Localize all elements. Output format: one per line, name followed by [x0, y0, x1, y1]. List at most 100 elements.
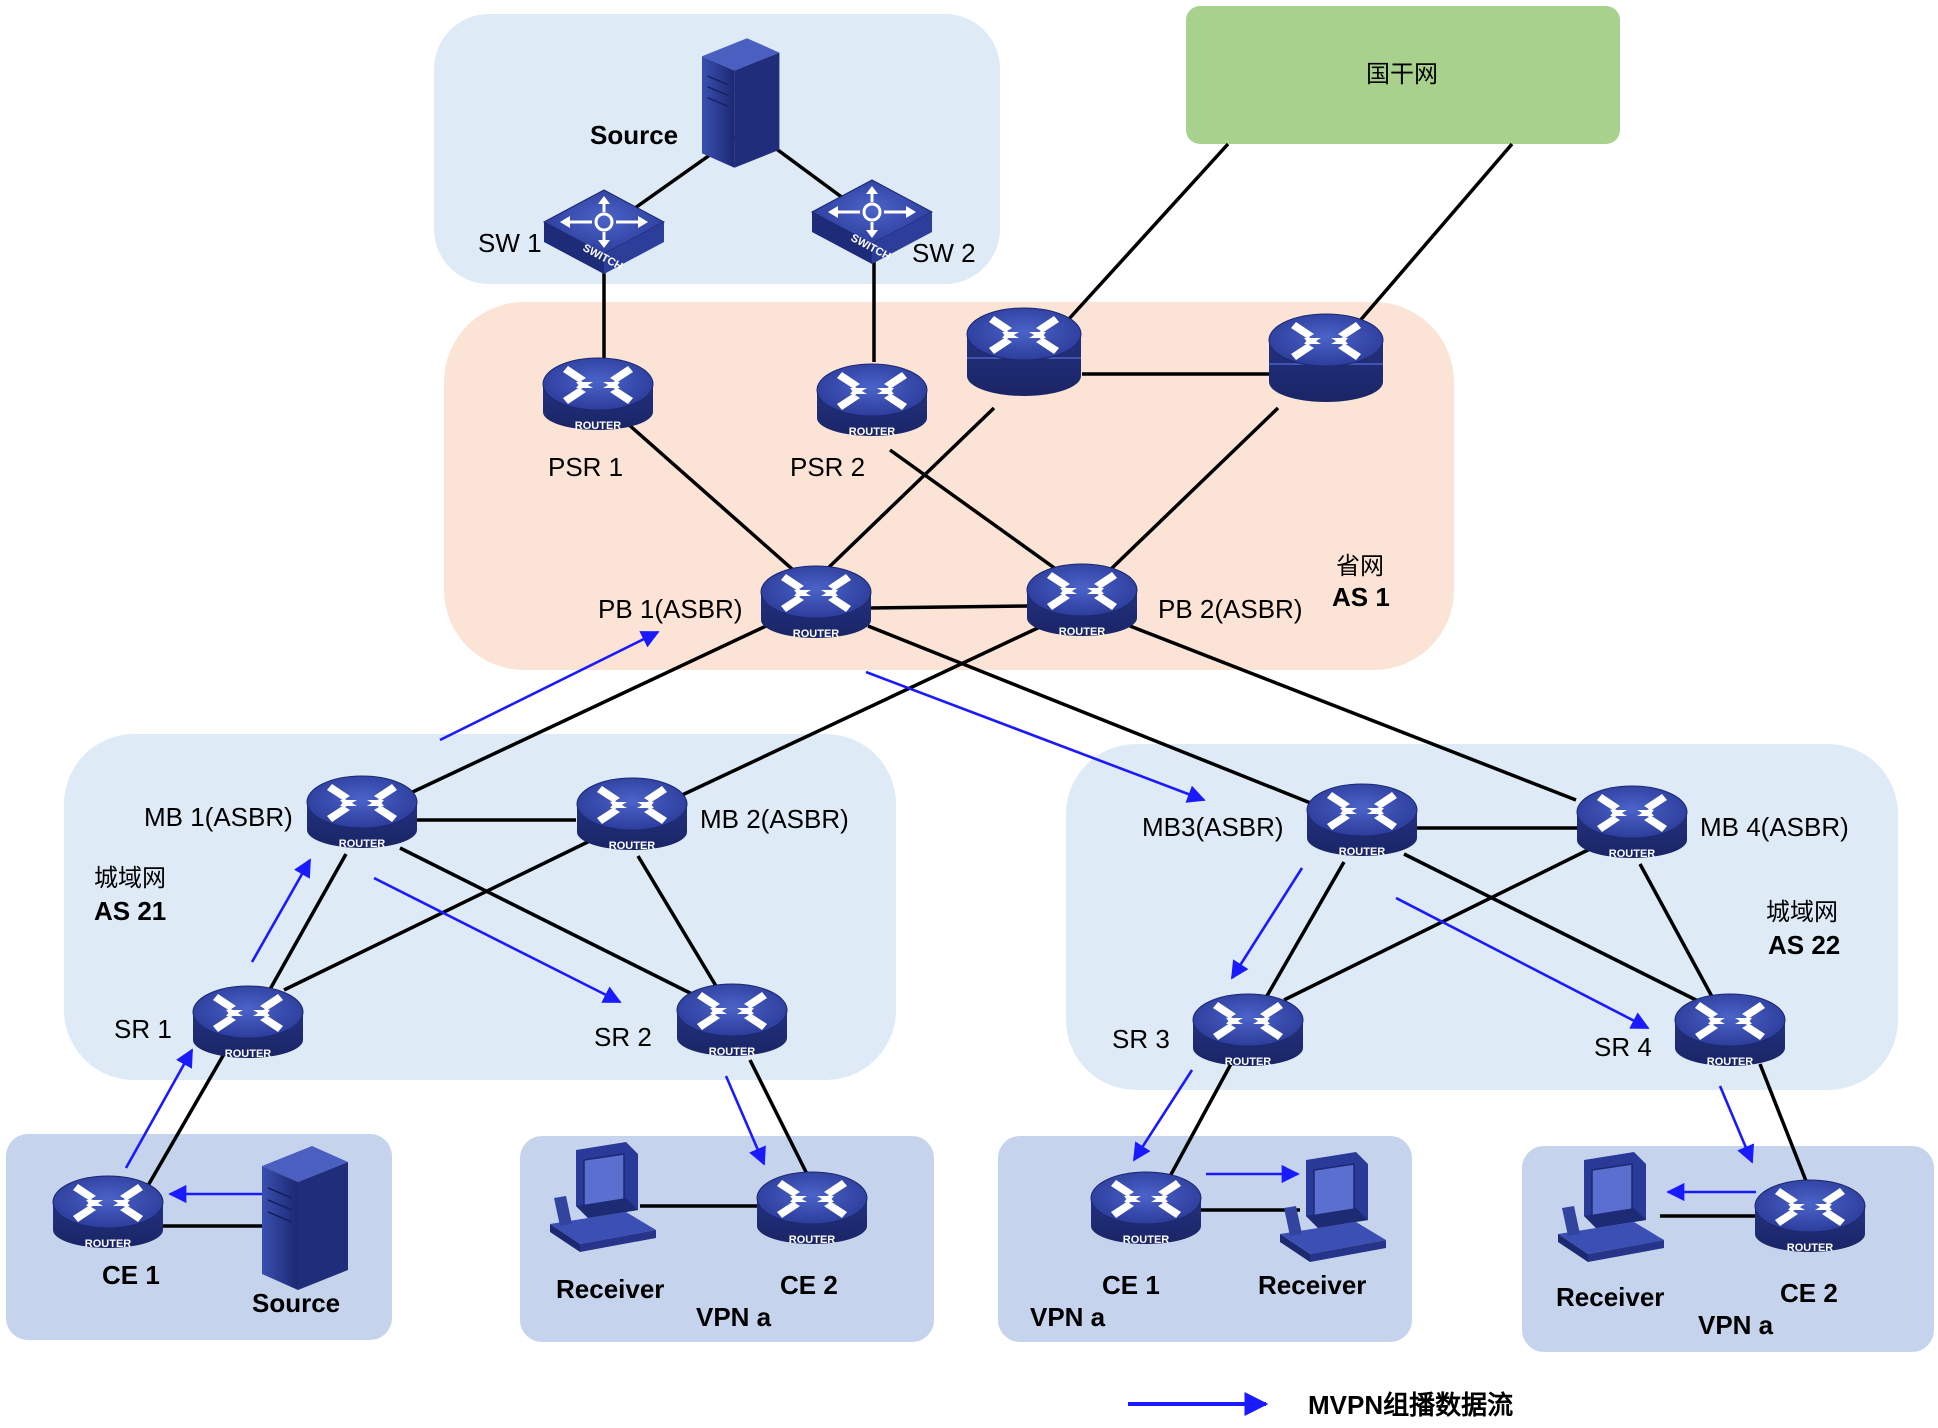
router-device-text: ROUTER: [1707, 1056, 1754, 1068]
router-device-text: ROUTER: [849, 426, 896, 438]
link-pb1-pb2: [869, 604, 1031, 610]
link-pb1-mb3: [867, 624, 1319, 808]
site4-ce-label: CE 2: [1780, 1278, 1838, 1308]
router-device-text: ROUTER: [1787, 1242, 1834, 1254]
link-pb2-mb2: [679, 624, 1043, 798]
sw2-label: SW 2: [912, 238, 976, 268]
site2-host-label: Receiver: [556, 1274, 664, 1304]
sw1-label: SW 1: [478, 228, 542, 258]
site3-ce-label: CE 1: [1102, 1270, 1160, 1300]
mb2-router: ROUTER: [576, 777, 688, 852]
router-device-text: ROUTER: [1609, 848, 1656, 860]
site3-host-label: Receiver: [1258, 1270, 1366, 1300]
links: [140, 126, 1810, 1228]
sr2-label: SR 2: [594, 1022, 652, 1052]
router-device-text: ROUTER: [1339, 846, 1386, 858]
link-sr2-ce2: [748, 1059, 812, 1181]
province-region: [444, 302, 1454, 670]
mb3-label: MB3(ASBR): [1142, 812, 1284, 842]
mb2-label: MB 2(ASBR): [700, 804, 849, 834]
legend-label: MVPN组播数据流: [1308, 1390, 1513, 1420]
labels: Source SW 1 SW 2 国干网 PSR 1 PSR 2 PB 1(AS…: [94, 60, 1849, 1340]
link-backbone-core1: [1066, 142, 1230, 322]
link-core1-pb1: [824, 406, 996, 572]
site1-ce1-router: ROUTER: [52, 1175, 164, 1250]
flow-arrow: [724, 1075, 766, 1166]
sr1-router: ROUTER: [192, 985, 304, 1060]
flow-arrow: [1132, 1069, 1194, 1162]
psr2-router: ROUTER: [816, 363, 928, 438]
psr1-label: PSR 1: [548, 452, 623, 482]
server-icon: [261, 1145, 349, 1291]
flow-arrow: [865, 670, 1206, 803]
psr1-router: ROUTER: [542, 357, 654, 432]
router-device-text: ROUTER: [709, 1046, 756, 1058]
link-mb3-sr4: [1403, 852, 1705, 1006]
site4-ce2-router: ROUTER: [1754, 1179, 1866, 1254]
psr2-label: PSR 2: [790, 452, 865, 482]
link-psr2-pb2: [888, 448, 1062, 574]
site1-ce-label: CE 1: [102, 1260, 160, 1290]
mb4-label: MB 4(ASBR): [1700, 812, 1849, 842]
site2-ce-label: CE 2: [780, 1270, 838, 1300]
province-as: AS 1: [1332, 582, 1390, 612]
router-device-text: ROUTER: [1123, 1234, 1170, 1246]
link-pb2-mb4: [1129, 624, 1577, 802]
router-device-text: ROUTER: [1059, 626, 1106, 638]
site4-host-label: Receiver: [1556, 1282, 1664, 1312]
core-router-icon: [966, 307, 1082, 397]
site4-vpn-label: VPN a: [1698, 1310, 1774, 1340]
pb2-router: ROUTER: [1026, 563, 1138, 638]
backbone-label: 国干网: [1366, 60, 1438, 88]
metro21-as: AS 21: [94, 896, 166, 926]
site1-source-server: [261, 1145, 349, 1291]
site3-vpn-label: VPN a: [1030, 1302, 1106, 1332]
flow-arrow: [1395, 896, 1650, 1030]
link-sr1-ce1: [140, 1053, 226, 1197]
link-sr3-ce1: [1166, 1061, 1234, 1181]
mb3-router: ROUTER: [1306, 783, 1418, 858]
sr4-label: SR 4: [1594, 1032, 1652, 1062]
mb1-router: ROUTER: [306, 775, 418, 850]
legend: MVPN组播数据流: [1128, 1390, 1513, 1420]
pb1-router: ROUTER: [760, 565, 872, 640]
site3-ce1-router: ROUTER: [1090, 1171, 1202, 1246]
pb2-label: PB 2(ASBR): [1158, 594, 1303, 624]
sr3-router: ROUTER: [1192, 993, 1304, 1068]
router-device-text: ROUTER: [609, 840, 656, 852]
router-device-text: ROUTER: [225, 1048, 272, 1060]
link-psr1-pb1: [626, 422, 802, 578]
sr4-router: ROUTER: [1674, 993, 1786, 1068]
flow-arrow: [124, 1048, 194, 1169]
flow-arrow: [1718, 1085, 1755, 1164]
regions: [6, 6, 1934, 1352]
router-device-text: ROUTER: [793, 628, 840, 640]
mb4-router: ROUTER: [1576, 785, 1688, 860]
link-mb1-sr1: [262, 853, 348, 1001]
metro21-name: 城域网: [94, 864, 166, 892]
link-mb3-sr3: [1258, 861, 1346, 1009]
router-device-text: ROUTER: [1225, 1056, 1272, 1068]
link-mb2-sr2: [636, 855, 724, 997]
site1-host-label: Source: [252, 1288, 340, 1318]
router-device-text: ROUTER: [789, 1234, 836, 1246]
backbone-region: [1186, 6, 1620, 144]
flow-arrow: [373, 876, 622, 1004]
pb1-label: PB 1(ASBR): [598, 594, 743, 624]
source-area-label: Source: [590, 120, 678, 150]
sr2-router: ROUTER: [676, 983, 788, 1058]
server-icon: [701, 37, 781, 169]
metro22-as: AS 22: [1768, 930, 1840, 960]
link-mb4-sr4: [1638, 863, 1718, 1005]
router-device-text: ROUTER: [339, 838, 386, 850]
flow-arrow: [250, 858, 312, 963]
core-router-icon: [1268, 313, 1384, 403]
flow-arrow: [439, 630, 660, 742]
site2-ce2-router: ROUTER: [756, 1171, 868, 1246]
router-device-text: ROUTER: [85, 1238, 132, 1250]
sr3-label: SR 3: [1112, 1024, 1170, 1054]
link-sr4-ce2: [1758, 1063, 1810, 1187]
province-name: 省网: [1336, 552, 1384, 580]
link-mb1-sr2: [399, 846, 697, 998]
mb1-label: MB 1(ASBR): [144, 802, 293, 832]
